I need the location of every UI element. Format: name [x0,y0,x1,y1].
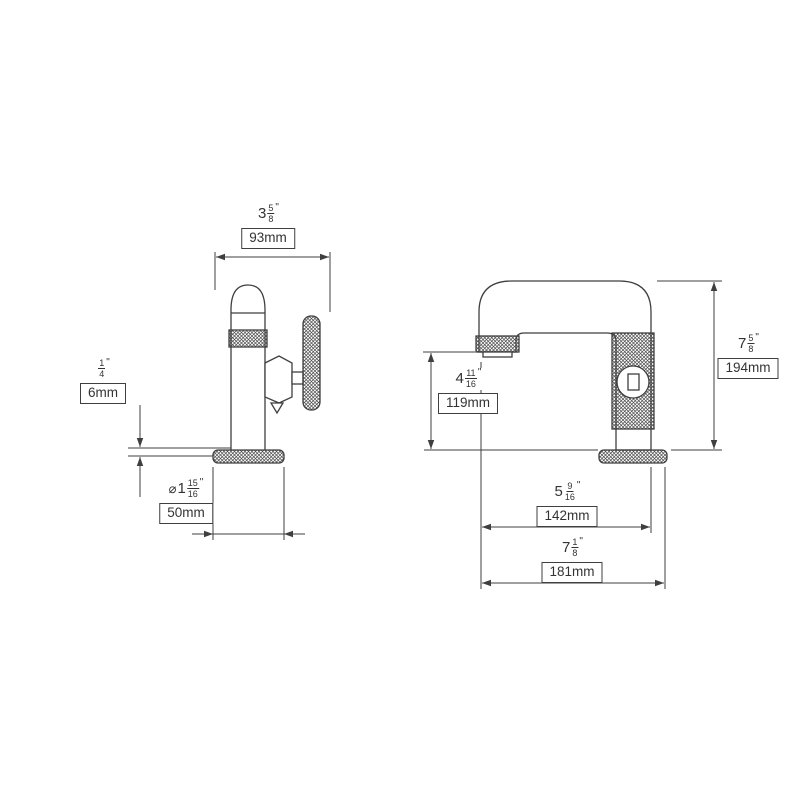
dim-denominator: 16 [564,492,575,503]
front-view [424,280,668,464]
dim-unit: " [477,367,482,378]
handle-lever [302,315,321,411]
dim-overall-width-metric-box: 181mm [541,561,603,583]
dim-denominator: 4 [99,369,105,380]
dim-whole: 1 [177,480,186,498]
dim-unit: " [576,480,581,491]
dim-spout-reach-metric-box: 142mm [536,505,598,527]
body-knurl-band [228,329,268,348]
spout-aerator-tip [482,351,513,358]
dim-numerator: 5 [747,333,755,345]
base-flange-front [598,449,668,464]
faucet-body-outline [230,284,266,450]
base-flange-side [212,449,285,464]
dim-numerator: 15 [186,478,199,490]
dim-denominator: 16 [465,379,476,390]
dim-unit: " [579,536,583,547]
dim-denominator: 8 [268,214,274,225]
handle-stem [291,371,304,385]
dim-numerator: 5 [267,203,275,215]
valve-tip [269,402,285,415]
dim-numerator: 9 [566,481,574,493]
dim-denominator: 8 [572,548,578,559]
side-view [212,284,321,464]
dim-denominator: 16 [187,489,198,500]
dim-whole: 4 [455,370,464,388]
dim-unit: " [755,332,759,343]
dim-whole: 5 [554,483,563,501]
dim-unit: " [199,477,204,488]
handle-hub-detail [627,373,640,391]
dim-whole: 7 [562,539,571,557]
dimension-lines [128,252,722,589]
dim-unit: " [275,202,279,213]
dim-numerator: 1 [98,358,106,370]
dim-spout-depth-metric-box: 93mm [241,227,295,249]
dim-whole: 7 [738,335,747,353]
dim-denominator: 8 [748,344,754,355]
dim-unit: " [106,357,110,368]
dim-numerator: 11 [465,368,477,380]
diameter-symbol: ⌀ [168,481,177,497]
valve-block [264,355,293,404]
dim-whole: 3 [258,205,267,223]
dim-overall-height-metric-box: 194mm [717,357,779,379]
spout-aerator-band [475,335,520,353]
dim-base-diameter-metric-box: 50mm [159,502,213,524]
dim-deck-gap-metric-box: 6mm [80,382,126,404]
dim-numerator: 1 [571,537,579,549]
dim-spout-height-metric-box: 119mm [437,392,499,414]
